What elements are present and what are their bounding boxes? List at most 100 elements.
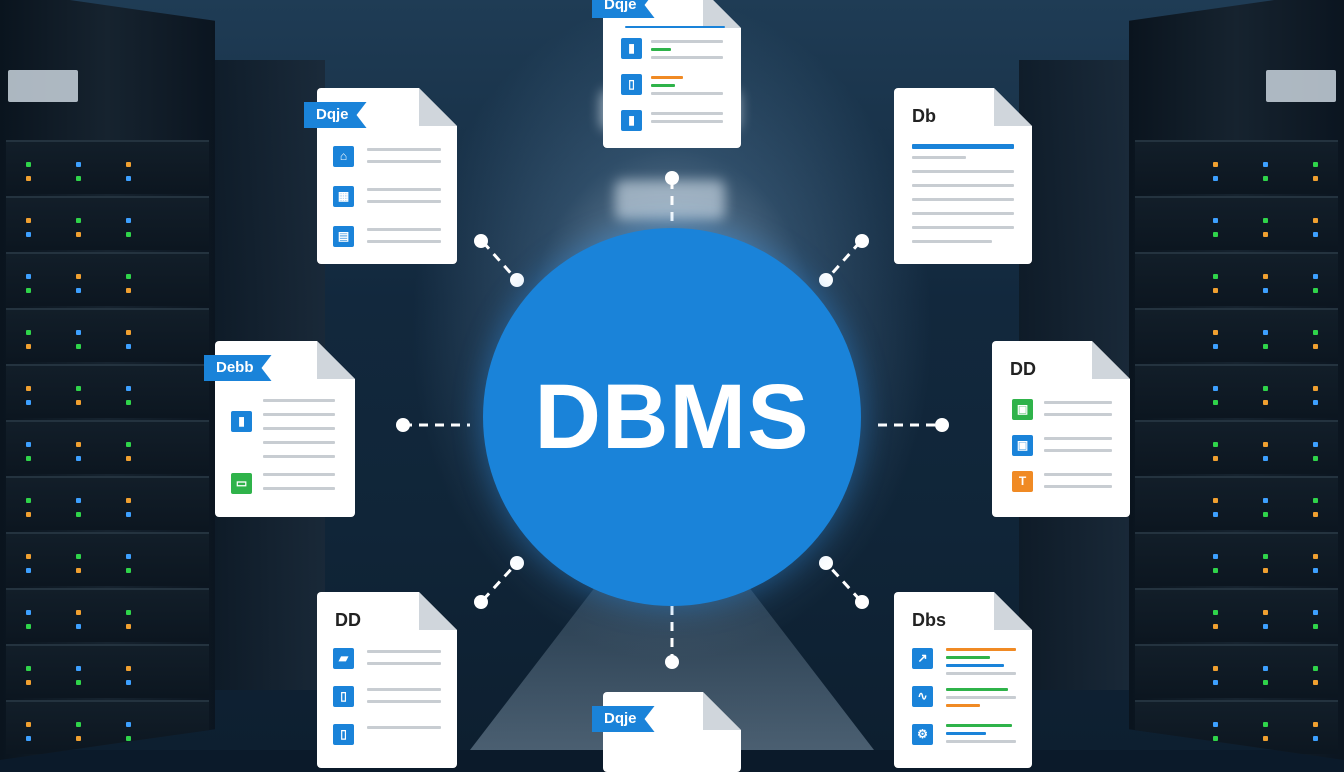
- status-led: [1263, 330, 1268, 335]
- status-led: [126, 736, 131, 741]
- status-led: [1213, 330, 1218, 335]
- server-unit: [6, 420, 209, 474]
- document-card-mid-right: DD ▣ ▣ T: [992, 341, 1130, 517]
- status-led: [126, 218, 131, 223]
- table-icon: ▤: [333, 226, 354, 247]
- status-led: [76, 624, 81, 629]
- server-unit: [6, 588, 209, 642]
- status-led: [76, 456, 81, 461]
- status-led: [1313, 386, 1318, 391]
- status-led: [1213, 162, 1218, 167]
- text-line: [263, 399, 335, 402]
- status-led: [1263, 722, 1268, 727]
- status-led: [26, 456, 31, 461]
- text-line: [1044, 437, 1112, 440]
- status-led: [126, 722, 131, 727]
- grid-icon: ▣: [1012, 435, 1033, 456]
- status-led: [1313, 400, 1318, 405]
- status-led: [126, 400, 131, 405]
- status-led: [126, 666, 131, 671]
- text-line: [912, 170, 1014, 173]
- status-led: [26, 442, 31, 447]
- server-unit: [1135, 308, 1338, 362]
- text-line: [912, 240, 992, 243]
- status-led: [1313, 610, 1318, 615]
- status-led: [1313, 456, 1318, 461]
- text-line: [367, 188, 441, 191]
- server-unit: [1135, 532, 1338, 586]
- status-led: [26, 344, 31, 349]
- server-unit: [6, 308, 209, 362]
- text-line: [1044, 449, 1112, 452]
- status-led: [1263, 568, 1268, 573]
- text-line: [1044, 413, 1112, 416]
- server-unit: [6, 196, 209, 250]
- status-led: [1313, 218, 1318, 223]
- text-line: [367, 160, 441, 163]
- server-unit: [1135, 140, 1338, 194]
- status-led: [1313, 498, 1318, 503]
- status-led: [26, 666, 31, 671]
- status-led: [1313, 442, 1318, 447]
- text-line: [367, 662, 441, 665]
- status-led: [76, 498, 81, 503]
- status-led: [1213, 554, 1218, 559]
- text-line: [263, 455, 335, 458]
- document-title: Dbs: [912, 610, 947, 630]
- document-title: DD: [335, 610, 361, 630]
- status-led: [1263, 666, 1268, 671]
- server-unit: [6, 252, 209, 306]
- status-led: [76, 162, 81, 167]
- document-tag: Debb: [204, 355, 272, 381]
- status-led: [126, 568, 131, 573]
- list-icon: ⚙: [912, 724, 933, 745]
- hub-label: DBMS: [534, 365, 810, 468]
- server-unit: [6, 644, 209, 698]
- server-rack-right: [1129, 0, 1344, 760]
- server-unit: [1135, 644, 1338, 698]
- list-icon: ▮: [621, 110, 642, 131]
- text-line: [651, 112, 723, 115]
- text-line: [651, 84, 675, 87]
- status-led: [26, 330, 31, 335]
- status-led: [26, 736, 31, 741]
- status-led: [76, 512, 81, 517]
- status-led: [126, 162, 131, 167]
- status-led: [1213, 386, 1218, 391]
- status-led: [26, 680, 31, 685]
- bar-icon: ▮: [621, 38, 642, 59]
- rack-label-plate: [8, 70, 78, 102]
- server-unit: [1135, 196, 1338, 250]
- status-led: [1313, 722, 1318, 727]
- status-led: [1313, 624, 1318, 629]
- status-led: [26, 162, 31, 167]
- status-led: [76, 330, 81, 335]
- status-led: [26, 274, 31, 279]
- status-led: [126, 176, 131, 181]
- chart-icon: ▯: [621, 74, 642, 95]
- status-led: [26, 568, 31, 573]
- status-led: [1213, 400, 1218, 405]
- text-line: [651, 92, 723, 95]
- status-led: [26, 400, 31, 405]
- header-bar: [912, 144, 1014, 149]
- bar-icon: ▰: [333, 648, 354, 669]
- status-led: [126, 232, 131, 237]
- status-led: [1213, 232, 1218, 237]
- status-led: [76, 736, 81, 741]
- status-led: [126, 274, 131, 279]
- status-led: [1213, 666, 1218, 671]
- text-line: [367, 148, 441, 151]
- server-unit: [6, 532, 209, 586]
- status-led: [1263, 288, 1268, 293]
- chart-icon: ⌂: [333, 146, 354, 167]
- status-led: [1263, 162, 1268, 167]
- status-led: [76, 288, 81, 293]
- document-card-top-right: Db: [894, 88, 1032, 264]
- status-led: [26, 554, 31, 559]
- server-unit: [6, 140, 209, 194]
- server-rack-left: [0, 0, 215, 760]
- status-led: [126, 386, 131, 391]
- status-led: [1213, 610, 1218, 615]
- text-line: [651, 56, 723, 59]
